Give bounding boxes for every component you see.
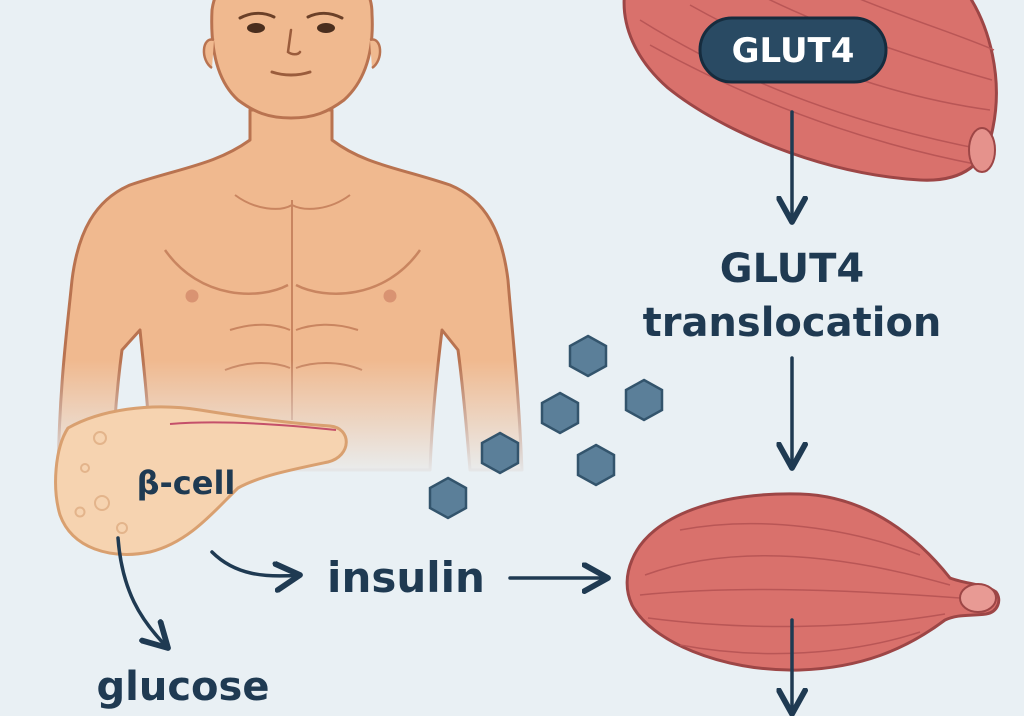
glucose-label: glucose [97, 664, 270, 710]
beta-cell-label: β-cell [137, 464, 236, 502]
glut4-badge-label: GLUT4 [732, 31, 855, 71]
insulin-molecules [428, 334, 664, 520]
arrows [116, 110, 792, 714]
insulin-hexagon [568, 334, 608, 378]
insulin-hexagon [576, 443, 616, 487]
insulin-hexagon [480, 431, 520, 475]
arrow-pancreas-to-insulin [210, 550, 300, 576]
insulin-hexagon [540, 391, 580, 435]
muscle-fiber-top: GLUT4 [622, 0, 998, 182]
insulin-hexagon [624, 378, 664, 422]
glut4-title-label: GLUT4 [720, 246, 865, 292]
pancreas: β-cell [54, 405, 348, 556]
muscle-fiber-bottom [625, 492, 1001, 672]
insulin-hexagon [428, 476, 468, 520]
glut4-badge [698, 16, 888, 84]
human-torso-figure [40, 0, 560, 480]
insulin-label: insulin [327, 553, 485, 602]
translocation-label: translocation [643, 300, 942, 346]
arrow-pancreas-to-glucose [116, 536, 168, 648]
